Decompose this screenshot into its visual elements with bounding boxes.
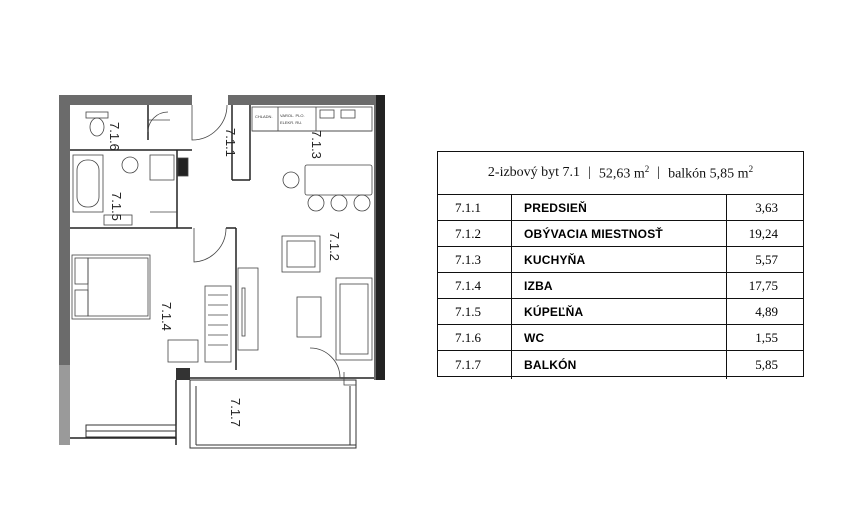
table-row: 7.1.7 BALKÓN 5,85 <box>438 351 803 379</box>
room-code: 7.1.6 <box>438 325 512 350</box>
balcony <box>85 379 357 449</box>
inner-walls <box>70 105 374 445</box>
room-name: PREDSIEŇ <box>512 195 727 220</box>
balcony-area-unit: 2 <box>748 163 754 174</box>
room-area: 4,89 <box>755 303 778 319</box>
room-name: BALKÓN <box>512 351 727 379</box>
apartment-title: 2-izbový byt 7.1 <box>487 165 581 180</box>
fridge-label: CHLADN. <box>255 114 273 119</box>
label-kuchyna: 7.1.3 <box>309 130 324 159</box>
room-code: 7.1.2 <box>438 221 512 246</box>
room-code: 7.1.7 <box>438 351 512 379</box>
floor-plan: CHLADN. VAROL. PLO. ELEKR. RU. 7.1.1 7.1… <box>59 95 385 449</box>
room-code: 7.1.3 <box>438 247 512 272</box>
bathroom-fixtures <box>72 154 189 226</box>
total-area: 52,63 m2 <box>599 164 649 183</box>
bedroom-furniture <box>71 254 232 363</box>
room-code: 7.1.4 <box>438 273 512 298</box>
header-separator-1: | <box>588 165 591 180</box>
label-wc: 7.1.6 <box>107 122 122 151</box>
balcony-area-value: balkón 5,85 m <box>668 166 749 182</box>
living-furniture <box>237 235 373 361</box>
table-row: 7.1.1 PREDSIEŇ 3,63 <box>438 195 803 221</box>
room-area: 19,24 <box>748 225 778 241</box>
table-row: 7.1.2 OBÝVACIA MIESTNOSŤ 19,24 <box>438 221 803 247</box>
room-name: KÚPEĽŇA <box>512 299 727 324</box>
table-row: 7.1.3 KUCHYŇA 5,57 <box>438 247 803 273</box>
room-area: 3,63 <box>755 199 778 215</box>
table-row: 7.1.5 KÚPEĽŇA 4,89 <box>438 299 803 325</box>
label-predsien: 7.1.1 <box>223 128 238 157</box>
doors <box>147 104 356 386</box>
label-kupelna: 7.1.5 <box>109 192 124 221</box>
room-name: IZBA <box>512 273 727 298</box>
table-row: 7.1.4 IZBA 17,75 <box>438 273 803 299</box>
room-area: 17,75 <box>748 277 778 293</box>
header-separator-2: | <box>657 165 661 180</box>
facade-wall <box>376 95 385 380</box>
wc-fixtures <box>85 111 109 137</box>
room-area: 5,85 <box>755 357 778 372</box>
room-name: OBÝVACIA MIESTNOSŤ <box>512 221 727 246</box>
table-header: 2-izbový byt 7.1 | 52,63 m2 | balkón 5,8… <box>438 152 803 195</box>
balcony-area: balkón 5,85 m2 <box>668 164 753 183</box>
area-table: 2-izbový byt 7.1 | 52,63 m2 | balkón 5,8… <box>437 151 804 379</box>
room-name: KUCHYŇA <box>512 247 727 272</box>
table-row: 7.1.6 WC 1,55 <box>438 325 803 351</box>
label-balkon: 7.1.7 <box>228 398 243 427</box>
room-area: 1,55 <box>755 329 778 345</box>
room-area: 5,57 <box>755 251 778 267</box>
room-code: 7.1.1 <box>438 195 512 220</box>
kitchen-counter <box>251 106 373 212</box>
label-obyvacia: 7.1.2 <box>327 232 342 261</box>
room-rows: 7.1.1 PREDSIEŇ 3,63 7.1.2 OBÝVACIA MIEST… <box>438 195 803 379</box>
hob-top-label: VAROL. PLO. <box>280 113 305 118</box>
label-izba: 7.1.4 <box>159 302 174 331</box>
total-area-unit: 2 <box>644 163 650 174</box>
hob-bottom-label: ELEKR. RU. <box>280 120 302 125</box>
room-code: 7.1.5 <box>438 299 512 324</box>
room-name: WC <box>512 325 727 350</box>
total-area-value: 52,63 m <box>598 166 645 182</box>
